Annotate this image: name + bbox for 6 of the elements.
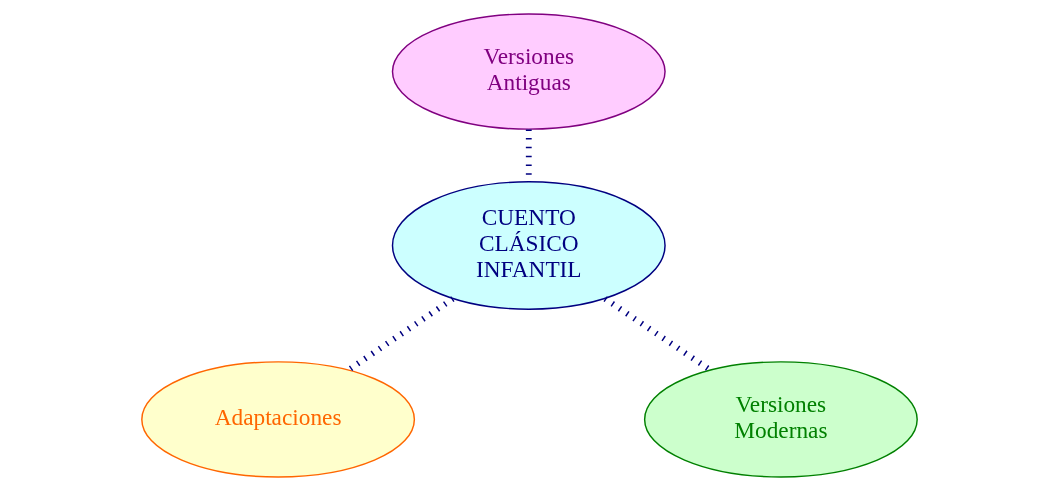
node-ellipse: Adaptaciones bbox=[140, 361, 415, 478]
node-ellipse: Versiones Antiguas bbox=[391, 13, 666, 130]
node-ellipse: Versiones Modernas bbox=[643, 361, 918, 478]
connector bbox=[346, 296, 455, 373]
connector bbox=[602, 296, 712, 373]
node-ellipse: CUENTO CLÁSICO INFANTIL bbox=[391, 181, 666, 310]
